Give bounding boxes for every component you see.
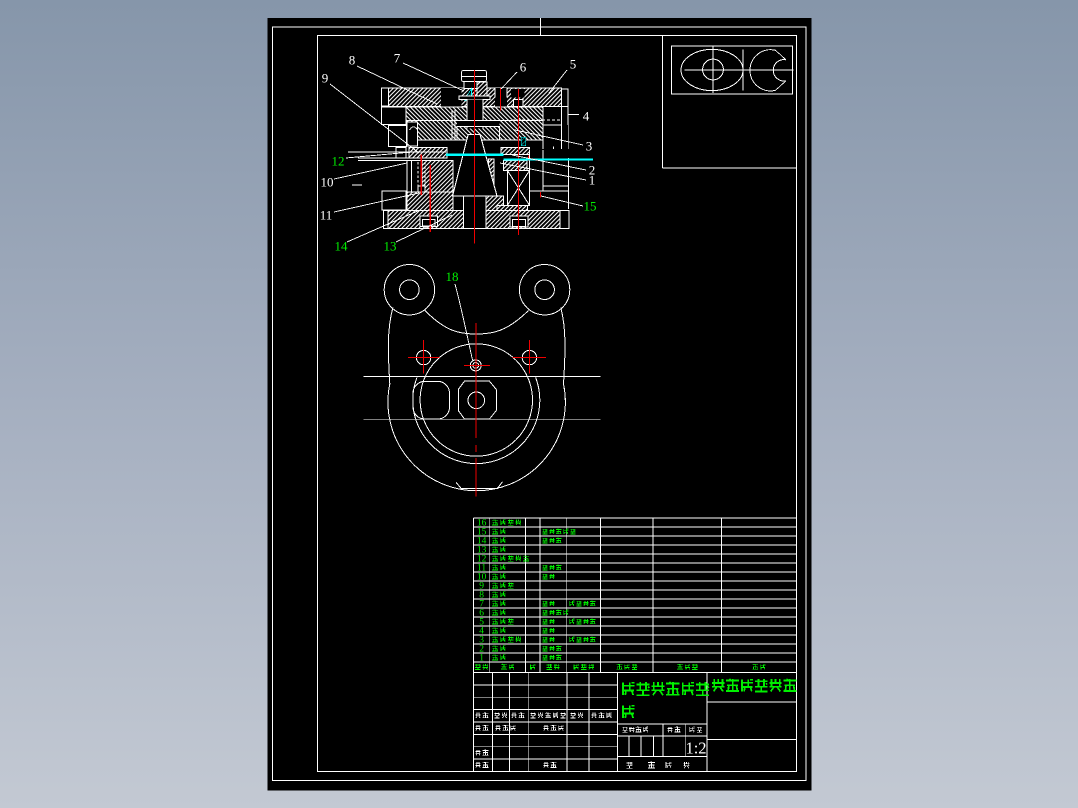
svg-text:2: 2 — [589, 163, 596, 178]
svg-text:5: 5 — [570, 57, 577, 72]
svg-text:5: 5 — [479, 617, 484, 627]
svg-text:10: 10 — [477, 572, 487, 582]
svg-text:10: 10 — [321, 175, 334, 190]
svg-text:3: 3 — [479, 635, 484, 645]
svg-text:13: 13 — [477, 545, 487, 555]
svg-text:16: 16 — [477, 518, 487, 528]
svg-text:9: 9 — [322, 71, 329, 86]
svg-text:18: 18 — [446, 269, 459, 284]
svg-text:15: 15 — [584, 199, 597, 214]
svg-text:7: 7 — [394, 51, 401, 66]
svg-text:14: 14 — [335, 239, 349, 254]
svg-text:8: 8 — [349, 53, 356, 68]
svg-text:2: 2 — [479, 644, 484, 654]
svg-text:4: 4 — [583, 109, 590, 124]
svg-text:4: 4 — [479, 626, 484, 636]
svg-text:1:2: 1:2 — [685, 739, 706, 758]
svg-text:12: 12 — [477, 554, 487, 564]
svg-text:11: 11 — [320, 208, 333, 223]
svg-text:6: 6 — [520, 60, 527, 75]
svg-text:6: 6 — [479, 608, 484, 618]
svg-text:14: 14 — [477, 536, 487, 546]
svg-text:7: 7 — [479, 599, 484, 609]
svg-text:12: 12 — [332, 154, 345, 169]
svg-text:1: 1 — [479, 653, 484, 663]
svg-text:13: 13 — [384, 239, 397, 254]
svg-text:8: 8 — [479, 590, 484, 600]
svg-text:1: 1 — [589, 173, 596, 188]
svg-text:3: 3 — [586, 139, 593, 154]
svg-text:9: 9 — [479, 581, 484, 591]
svg-text:15: 15 — [477, 527, 487, 537]
svg-text:11: 11 — [477, 563, 486, 573]
